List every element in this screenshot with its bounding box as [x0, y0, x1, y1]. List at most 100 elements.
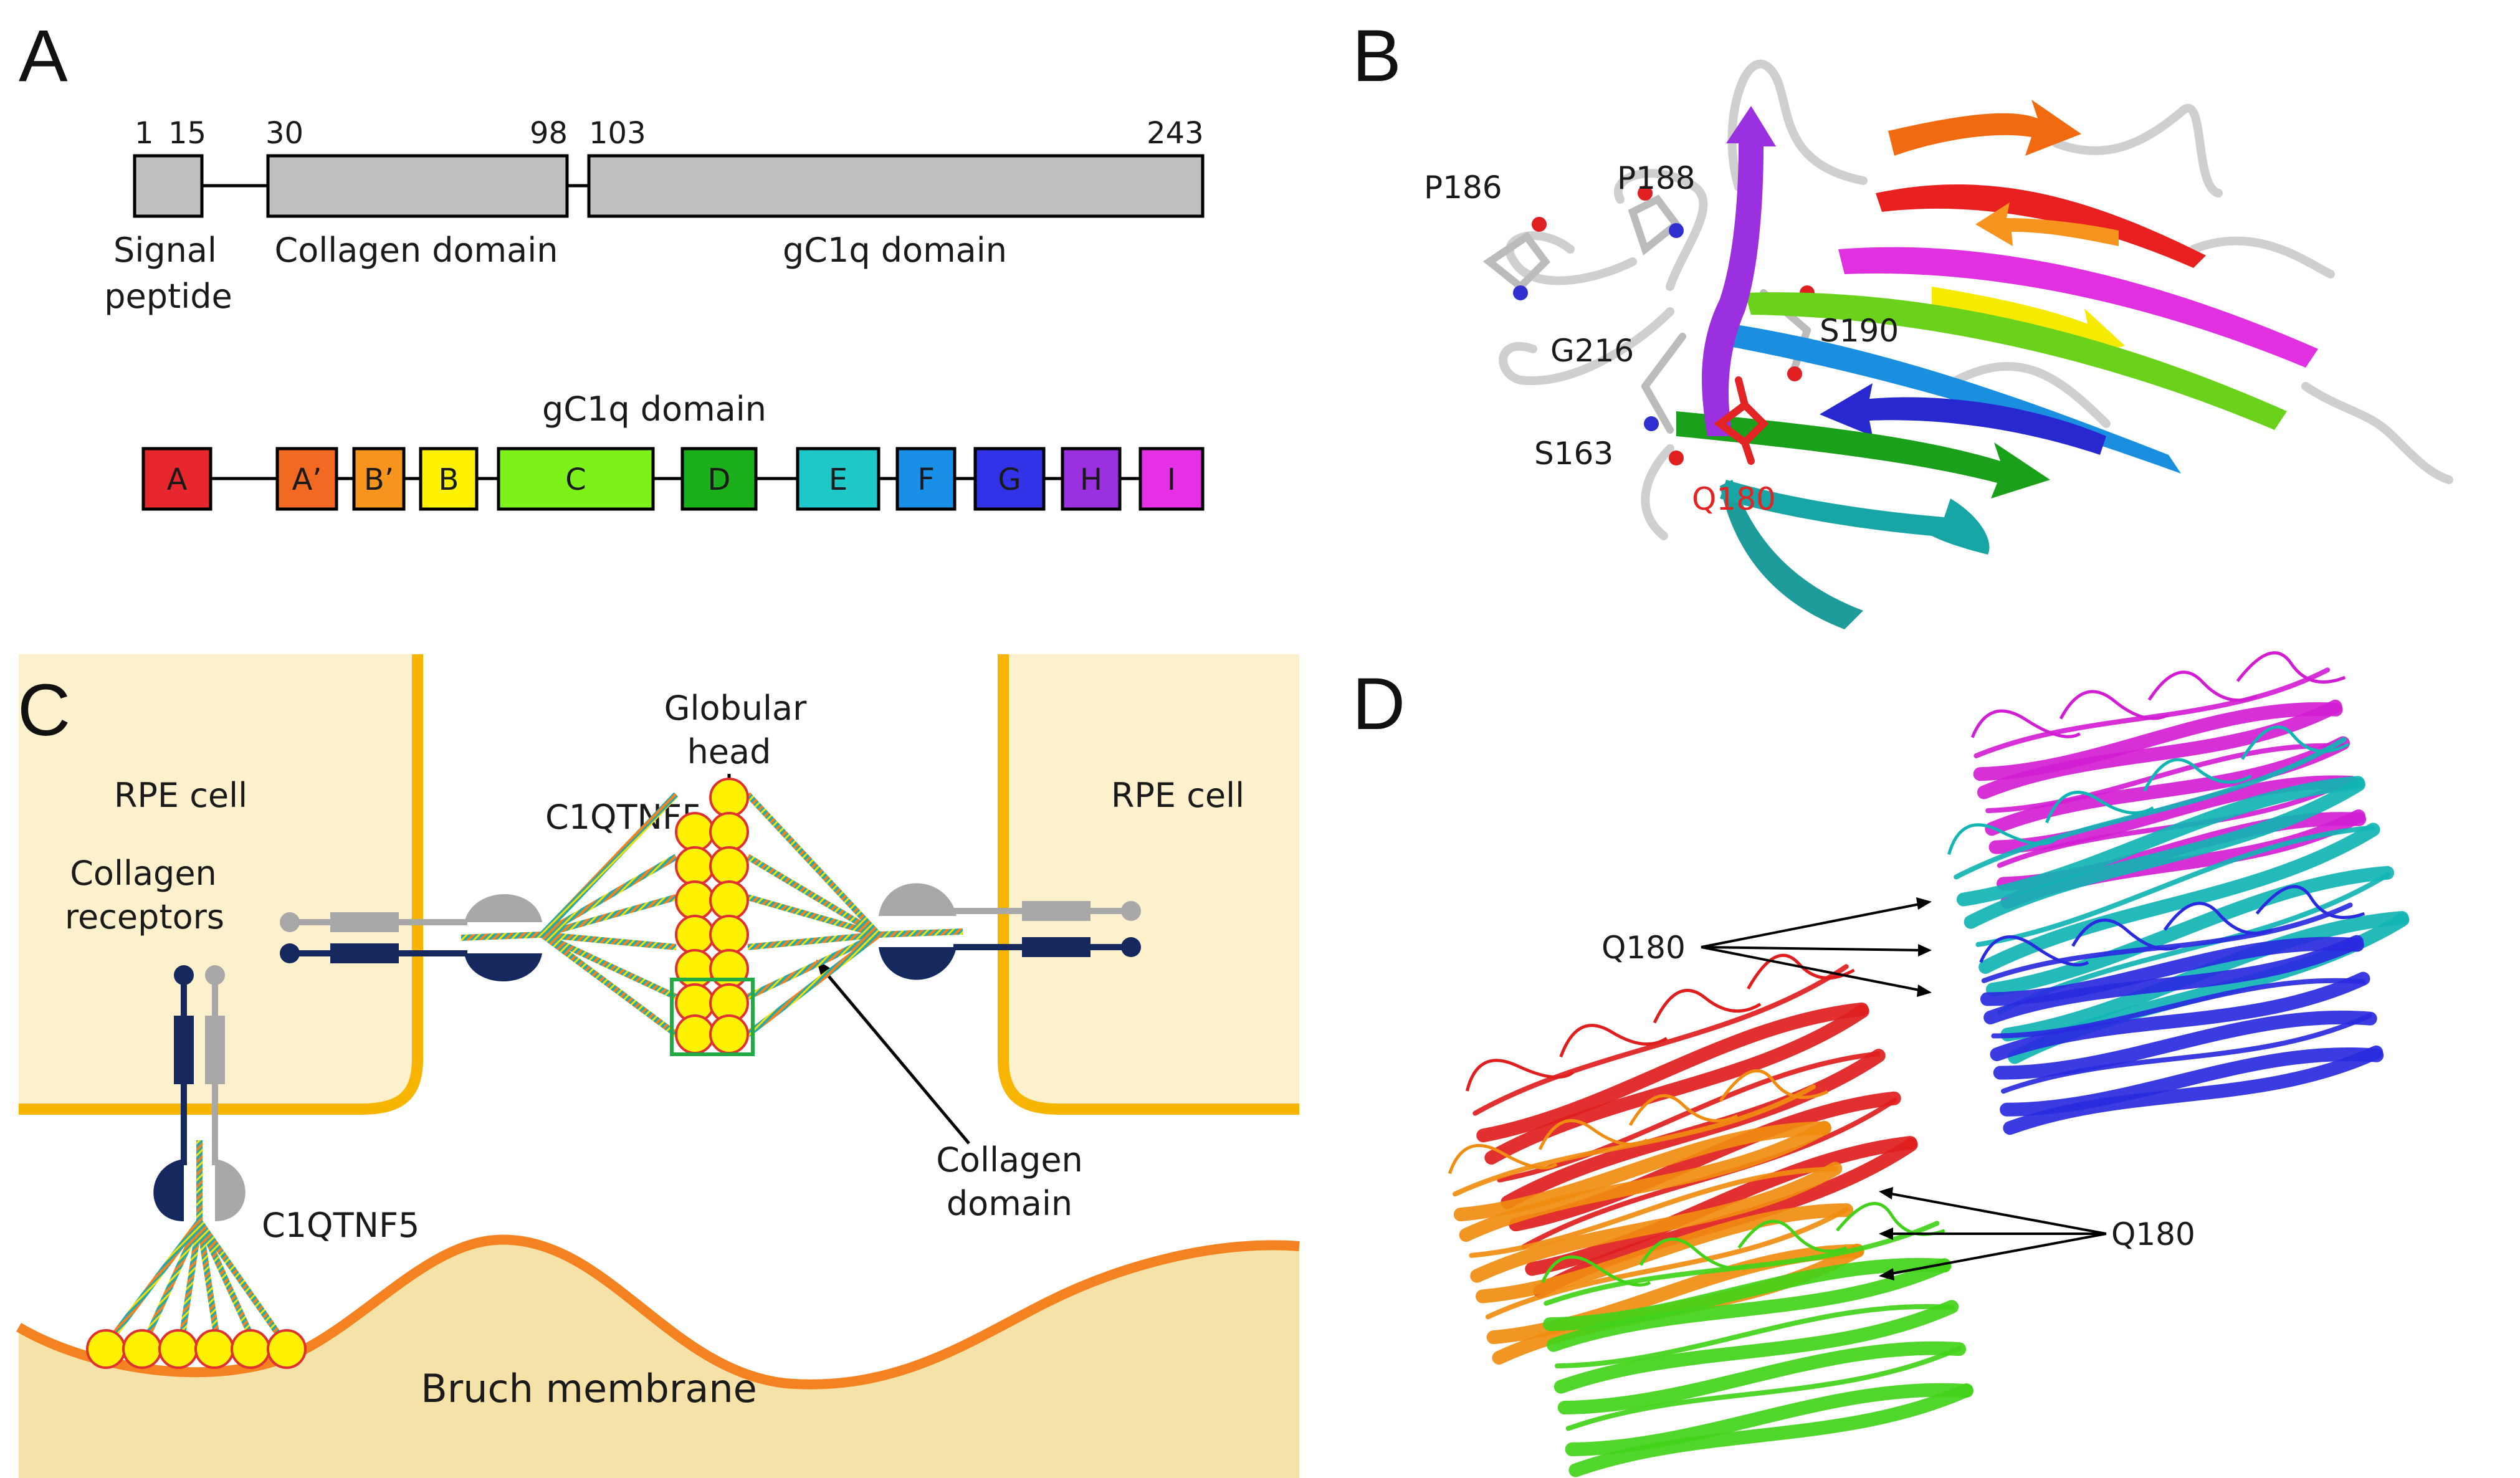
- pos-30: 30: [265, 116, 303, 151]
- panel-b: B: [1352, 15, 2453, 629]
- ribbon-strand-41: [1476, 1002, 1869, 1143]
- strand-box-10: [1061, 447, 1122, 511]
- strand-box-4: [419, 447, 479, 511]
- strand-box-3: [352, 447, 406, 511]
- ribbon-strand-2: [1973, 702, 2343, 781]
- collagen-strands-center: [461, 792, 963, 1037]
- ribbon-strand-70: [1554, 1300, 1959, 1394]
- rpe-cell-left-border: [19, 654, 423, 1115]
- strand-label-2: A’: [292, 462, 322, 497]
- signal-peptide-box: [133, 154, 204, 218]
- ribbon-strand-31: [1990, 971, 2370, 1062]
- ribbon-loop-23: [1947, 823, 2056, 855]
- ribbon-strand-72: [1565, 1346, 1962, 1431]
- globular-head-spheres: [675, 778, 749, 1054]
- collagen-domain-label-2: domain: [947, 1184, 1072, 1223]
- ribbon-strand-34: [2000, 1047, 2384, 1117]
- q180-pointer-lines-top: [1701, 902, 1923, 992]
- ribbon-strand-3: [1977, 699, 2342, 799]
- strand-violet: [1702, 106, 1776, 436]
- strand-label-7: E: [829, 462, 847, 497]
- signal-label-1: Signal: [113, 231, 217, 270]
- gc1q-domain-box: [587, 154, 1205, 218]
- globular-head-label-1: Globular: [664, 689, 807, 728]
- ribbon-loop-52: [1747, 953, 1855, 989]
- ribbon-loop-77: [1737, 1219, 1848, 1253]
- panel-c-letter: C: [17, 669, 70, 751]
- ribbon-loop-50: [1559, 1024, 1668, 1058]
- receptors-vertical: [153, 965, 246, 1221]
- ribbon-loop-36: [1979, 935, 2089, 966]
- strand-red: [1876, 184, 2206, 268]
- strand-box-1: [141, 447, 212, 511]
- gc1q-domain-label: gC1q domain: [783, 231, 1007, 270]
- receptors-right: [879, 883, 1141, 980]
- ribbon-strand-19: [1985, 865, 2394, 997]
- ribbon-strand-30: [1991, 978, 2367, 1039]
- ribbon-loop-76: [1639, 1237, 1749, 1270]
- beta-strands: [1676, 100, 2318, 629]
- pos-15: 15: [168, 116, 206, 151]
- ribbon-loop-26: [2241, 725, 2350, 760]
- strand-box-9: [973, 447, 1046, 511]
- q180-sticks: [1714, 376, 1769, 465]
- pos-1: 1: [135, 116, 154, 151]
- ribbon-strand-67: [1543, 1257, 1952, 1332]
- collagen-strands-bottom: [103, 1140, 290, 1348]
- panel-b-letter: B: [1352, 15, 1401, 97]
- ribbon-strand-4: [1985, 743, 2347, 813]
- ribbon-strand-47: [1525, 1136, 1917, 1276]
- ribbon-strand-58: [1476, 1203, 1854, 1304]
- ribbon-strand-74: [1568, 1383, 1974, 1477]
- ribbon-strand-57: [1470, 1161, 1843, 1283]
- trimer-ribbons: [1448, 651, 2410, 1477]
- ribbon-strand-68: [1547, 1258, 1952, 1352]
- panel-d-letter: D: [1352, 663, 1405, 745]
- ribbon-strand-33: [2000, 1013, 2372, 1094]
- residue-q180: Q180: [1692, 481, 1776, 517]
- strand-label-8: F: [917, 462, 935, 497]
- strand-box-2: [275, 447, 338, 511]
- ribbon-loop-37: [2071, 918, 2181, 951]
- residue-p188: P188: [1617, 160, 1696, 196]
- ribbon-loop-24: [2045, 790, 2154, 824]
- ribbon-strand-17: [1975, 825, 2375, 947]
- panel-d: D Q180 Q180: [1352, 651, 2410, 1477]
- q180-pointer-lines-bottom: [1888, 1192, 2107, 1275]
- strand-magenta: [1838, 247, 2318, 368]
- pos-103: 103: [589, 116, 646, 151]
- collagen-domain-label-1: Collagen: [936, 1140, 1083, 1180]
- membrane-spheres: [86, 1329, 307, 1369]
- residue-s190: S190: [1820, 313, 1899, 349]
- ribbon-strand-16: [1964, 778, 2365, 929]
- ribbon-strand-59: [1485, 1207, 1849, 1320]
- strand-darkblue: [1820, 383, 2106, 455]
- pos-243: 243: [1147, 116, 1204, 151]
- ribbon-loop-75: [1541, 1255, 1651, 1287]
- rpe-right-label: RPE cell: [1111, 776, 1244, 815]
- ribbon-strand-29: [1983, 935, 2364, 1025]
- strand-lime: [1745, 292, 2287, 430]
- ribbon-strand-15: [1956, 776, 2365, 907]
- ribbon-loop-39: [2255, 885, 2365, 919]
- loop-coils: [1499, 59, 2453, 540]
- ribbon-loop-25: [2143, 758, 2252, 792]
- globular-head-label-2: head: [687, 732, 771, 771]
- bruch-membrane: [19, 1239, 1299, 1478]
- ribbon-strand-21: [2000, 911, 2409, 1042]
- q180-label-bottom: Q180: [2111, 1216, 2195, 1252]
- rpe-left-label: RPE cell: [114, 776, 247, 815]
- strand-teal: [1720, 480, 1990, 555]
- collagen-domain-label: Collagen domain: [275, 231, 558, 270]
- strand-label-5: C: [565, 462, 586, 497]
- q180-arrowheads-bottom: [1879, 1187, 1894, 1280]
- ribbon-strand-14: [1954, 737, 2347, 880]
- ribbon-strand-73: [1565, 1383, 1974, 1457]
- ribbon-loop-38: [2163, 902, 2273, 935]
- rpe-cell-left-body: [19, 654, 418, 1109]
- pos-98: 98: [530, 116, 568, 151]
- strand-title: gC1q domain: [542, 389, 766, 429]
- ribbon-loop-65: [1719, 1069, 1828, 1102]
